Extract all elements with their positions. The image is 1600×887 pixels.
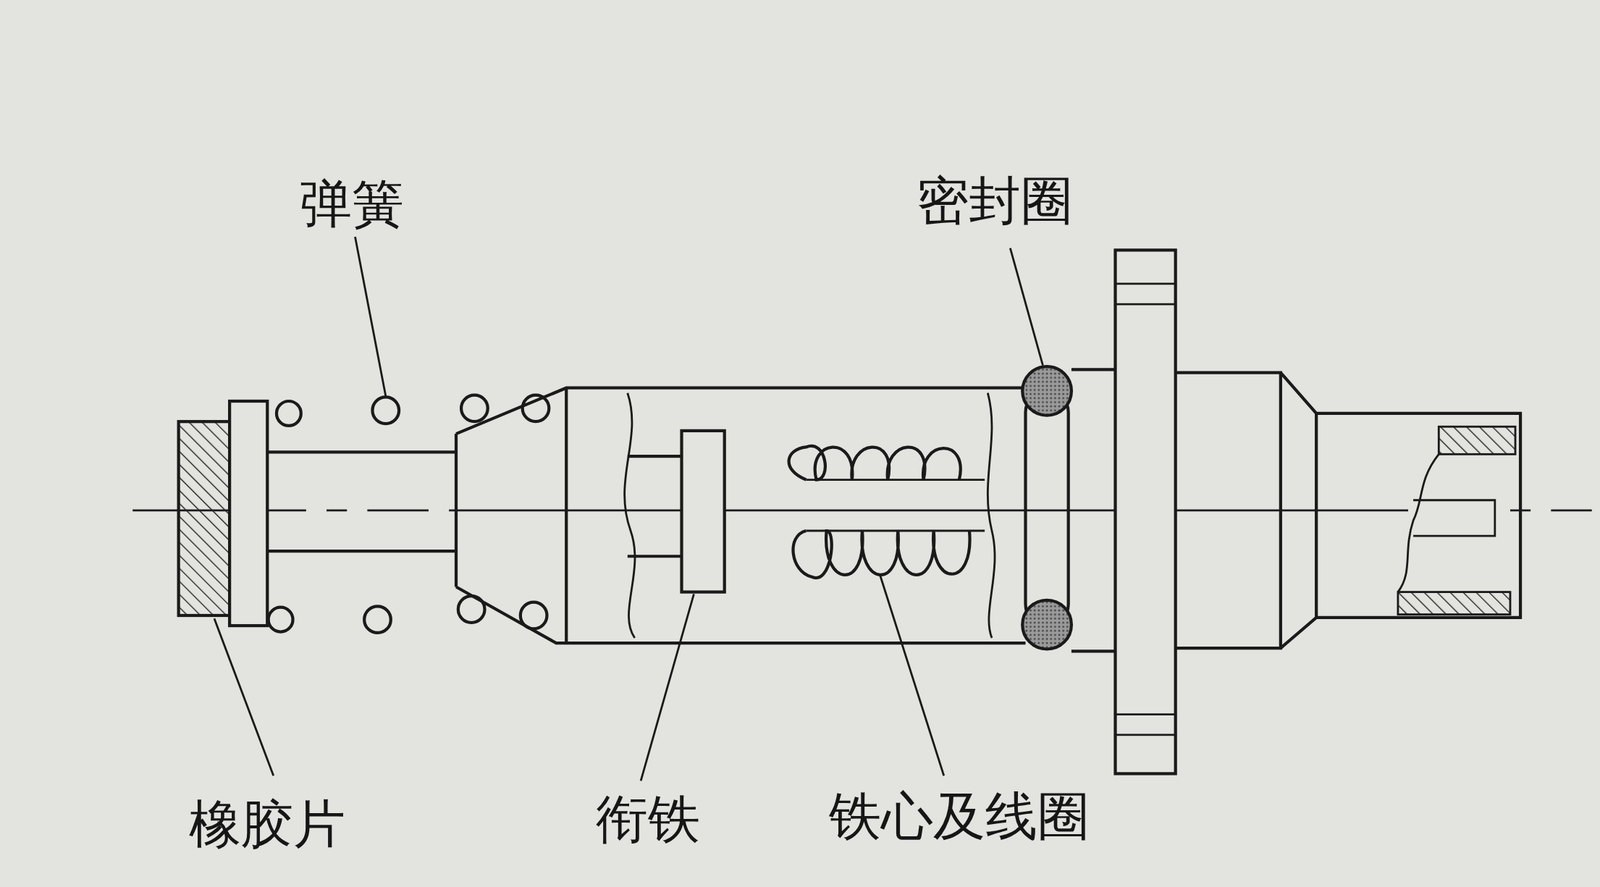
armature	[681, 430, 725, 593]
flange-hole	[1115, 283, 1176, 735]
thread-section	[1438, 426, 1516, 454]
outline-group	[132, 236, 1592, 781]
break-line	[624, 393, 635, 638]
spring-coils	[268, 395, 550, 633]
body	[1071, 369, 1118, 651]
seal-ring-section	[1022, 366, 1072, 416]
leader-line	[214, 236, 1043, 781]
break-line	[987, 393, 995, 638]
housing	[456, 388, 1026, 643]
armature-rod	[627, 456, 682, 557]
coil	[789, 445, 961, 480]
part-label: 铁心及线圈	[826, 787, 1093, 845]
stem	[267, 451, 457, 551]
thread-section	[1398, 592, 1511, 615]
center-line	[132, 508, 1592, 512]
slot	[1413, 500, 1496, 536]
coil	[793, 530, 971, 578]
seal-ring	[1025, 390, 1068, 626]
part-label: 衔铁	[592, 790, 703, 848]
flange	[1115, 249, 1176, 774]
part-label: 密封圈	[913, 172, 1076, 230]
break-line	[1398, 453, 1439, 592]
part-label: 橡胶片	[186, 795, 349, 853]
threaded-end	[1175, 372, 1521, 649]
rubber-disc	[178, 421, 230, 616]
part-label: 弹簧	[296, 175, 407, 233]
seal-ring-section	[1022, 600, 1072, 650]
iron-core	[805, 480, 985, 531]
disc-plate	[229, 401, 268, 626]
